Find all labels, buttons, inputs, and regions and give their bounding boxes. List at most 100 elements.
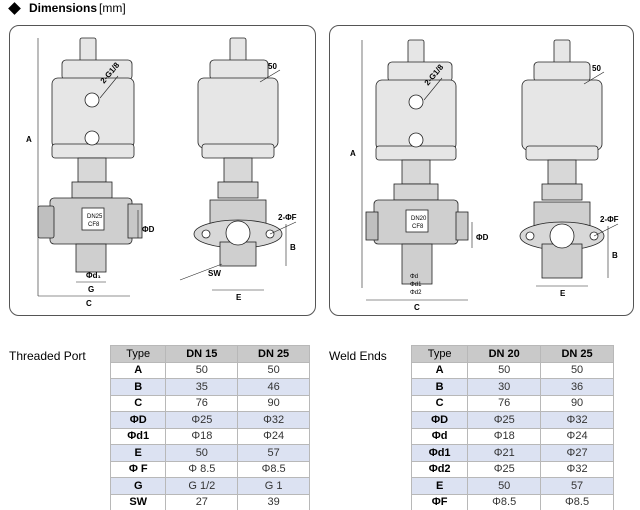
dimension-key-cell: ΦF bbox=[410, 493, 469, 510]
valve-label-material: CF8 bbox=[412, 224, 424, 230]
size-column-header: DN 15 bbox=[165, 345, 239, 363]
dimension-key-cell: Φd1 bbox=[410, 444, 469, 462]
dimension-value-cell: 36 bbox=[540, 378, 614, 396]
dimension-key-cell: C bbox=[109, 394, 167, 412]
dim-d2-label: Φd2 bbox=[410, 290, 422, 296]
dimension-value-cell: 50 bbox=[540, 361, 614, 379]
diamond-bullet-icon bbox=[8, 1, 21, 15]
dimension-value-cell: 50 bbox=[165, 444, 239, 462]
threaded-port-title: Threaded Port bbox=[9, 349, 86, 363]
dim-d-label: ΦD bbox=[476, 233, 489, 242]
dimension-value-cell: 57 bbox=[540, 477, 614, 495]
dimension-key-cell: B bbox=[410, 378, 469, 396]
dimension-value-cell: Φ24 bbox=[540, 427, 614, 445]
dim-b-label: B bbox=[612, 251, 618, 260]
dim-f-label: 2-ΦF bbox=[278, 213, 297, 222]
size-column-header: DN 20 bbox=[467, 345, 542, 363]
dimension-key-cell: B bbox=[109, 378, 167, 396]
dim-a-label: A bbox=[350, 149, 356, 158]
dim-d-small-label: Φd bbox=[410, 274, 418, 280]
surface-finish-label: 50 bbox=[268, 62, 277, 71]
dimension-value-cell: Φ8.5 bbox=[237, 460, 310, 478]
dimension-key-cell: C bbox=[410, 394, 469, 412]
dimension-key-cell: ΦD bbox=[410, 411, 469, 429]
dimension-value-cell: Φ18 bbox=[165, 427, 239, 445]
dimension-value-cell: Φ 8.5 bbox=[165, 460, 239, 478]
header-unit: [mm] bbox=[99, 1, 126, 15]
threaded-valve-svg: DN25 CF8 2-G1/8 50 A ΦD Φd₁ G C SW E B 2… bbox=[26, 37, 297, 308]
dimension-value-cell: 50 bbox=[467, 361, 542, 379]
dim-d1-label: Φd₁ bbox=[86, 271, 101, 280]
dimension-value-cell: G 1 bbox=[237, 477, 310, 495]
dim-c-label: C bbox=[86, 299, 92, 308]
type-column-header: Type bbox=[410, 345, 469, 363]
dimension-value-cell: Φ32 bbox=[540, 411, 614, 429]
dim-d-label: ΦD bbox=[142, 225, 155, 234]
dimension-value-cell: Φ32 bbox=[237, 411, 310, 429]
dimension-value-cell: Φ8.5 bbox=[467, 493, 542, 510]
dim-e-label: E bbox=[560, 289, 566, 298]
dimension-value-cell: Φ24 bbox=[237, 427, 310, 445]
dim-e-label: E bbox=[236, 293, 242, 302]
dimension-key-cell: Φd2 bbox=[410, 460, 469, 478]
dimension-value-cell: 76 bbox=[467, 394, 542, 412]
dim-sw-label: SW bbox=[208, 269, 221, 278]
dim-d1-label: Φd1 bbox=[410, 282, 422, 288]
dimension-key-cell: A bbox=[410, 361, 469, 379]
dimension-value-cell: 39 bbox=[237, 493, 310, 510]
dimension-value-cell: Φ32 bbox=[540, 460, 614, 478]
weld-ends-title: Weld Ends bbox=[329, 349, 387, 363]
dimension-value-cell: 50 bbox=[467, 477, 542, 495]
dimension-key-cell: Φ F bbox=[109, 460, 167, 478]
dimension-value-cell: G 1/2 bbox=[165, 477, 239, 495]
dimension-key-cell: A bbox=[109, 361, 167, 379]
dimension-key-cell: Φd1 bbox=[109, 427, 167, 445]
dimension-value-cell: 50 bbox=[165, 361, 239, 379]
dimension-value-cell: Φ18 bbox=[467, 427, 542, 445]
dim-c-label: C bbox=[414, 303, 420, 312]
threaded-valve-drawing: DN25 CF8 2-G1/8 50 A ΦD Φd₁ G C SW E B 2… bbox=[9, 25, 316, 316]
header-title: Dimensions bbox=[29, 1, 98, 15]
dimension-value-cell: 30 bbox=[467, 378, 542, 396]
type-column-header: Type bbox=[109, 345, 167, 363]
size-column-header: DN 25 bbox=[540, 345, 614, 363]
dimension-value-cell: 35 bbox=[165, 378, 239, 396]
size-column-header: DN 25 bbox=[237, 345, 310, 363]
dimension-value-cell: 57 bbox=[237, 444, 310, 462]
dimension-value-cell: Φ8.5 bbox=[540, 493, 614, 510]
dimension-value-cell: 76 bbox=[165, 394, 239, 412]
dimension-value-cell: Φ25 bbox=[467, 460, 542, 478]
surface-finish-label: 50 bbox=[592, 64, 601, 73]
weld-valve-drawing: DN20 CF8 2-G1/8 50 A ΦD Φd Φd1 Φd2 C E B… bbox=[329, 25, 634, 316]
dimension-value-cell: Φ25 bbox=[165, 411, 239, 429]
dim-b-label: B bbox=[290, 243, 296, 252]
dimension-key-cell: Φd bbox=[410, 427, 469, 445]
dimension-value-cell: Φ25 bbox=[467, 411, 542, 429]
valve-label-material: CF8 bbox=[88, 222, 100, 228]
dimension-key-cell: ΦD bbox=[109, 411, 167, 429]
dimension-key-cell: SW bbox=[109, 493, 167, 510]
dimension-key-cell: E bbox=[109, 444, 167, 462]
dimension-value-cell: 90 bbox=[540, 394, 614, 412]
weld-valve-svg: DN20 CF8 2-G1/8 50 A ΦD Φd Φd1 Φd2 C E B… bbox=[350, 39, 619, 312]
dimension-value-cell: 27 bbox=[165, 493, 239, 510]
dimension-key-cell: E bbox=[410, 477, 469, 495]
dimension-value-cell: 50 bbox=[237, 361, 310, 379]
dim-g-label: G bbox=[88, 285, 94, 294]
